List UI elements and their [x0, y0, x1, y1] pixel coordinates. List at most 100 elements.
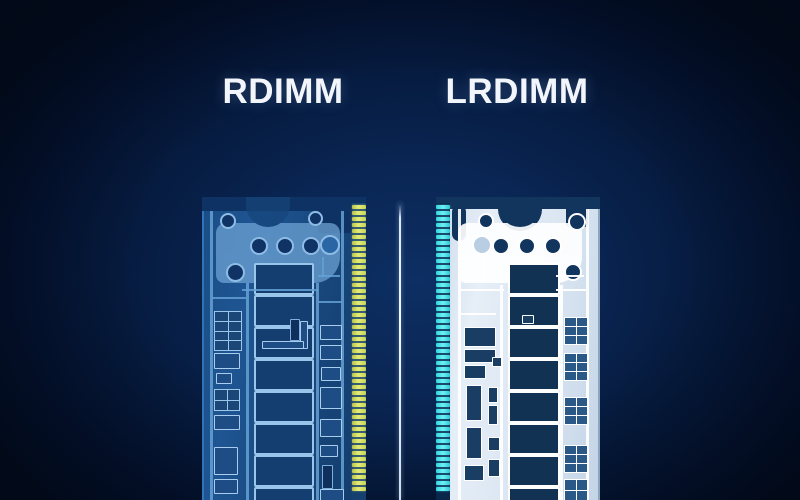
- rdimm-chip-4: [254, 359, 314, 391]
- rdimm-via-1: [250, 237, 268, 255]
- contact-pin: [352, 391, 366, 395]
- contact-pin: [352, 457, 366, 461]
- rdimm-mount-hole-1: [220, 213, 236, 229]
- contact-pin: [436, 271, 450, 275]
- contact-pin: [352, 397, 366, 401]
- rdimm-smd-14: [290, 319, 300, 341]
- contact-pin: [436, 319, 450, 323]
- contact-pin: [352, 469, 366, 473]
- contact-pin: [352, 475, 366, 479]
- contact-pin: [436, 343, 450, 347]
- contact-pin: [436, 241, 450, 245]
- rdimm-chip-5: [254, 391, 314, 423]
- contact-pin: [352, 259, 366, 263]
- contact-pin: [352, 361, 366, 365]
- contact-pin: [352, 235, 366, 239]
- lrdimm-smd-5: [466, 427, 482, 459]
- contact-pin: [352, 265, 366, 269]
- contact-pin: [436, 295, 450, 299]
- contact-pin: [436, 205, 450, 209]
- lrdimm-smd-2: [464, 349, 496, 363]
- contact-pin: [436, 277, 450, 281]
- lrdimm-pad-array-2: [564, 353, 588, 381]
- lrdimm-trace-2: [556, 289, 586, 291]
- contact-pin: [436, 229, 450, 233]
- cyan-contact-pins: [436, 203, 450, 500]
- vertical-divider-line: [399, 203, 401, 500]
- rdimm-rail-left: [210, 211, 213, 500]
- contact-pin: [436, 463, 450, 467]
- rdimm-pad-array-1: [214, 311, 242, 351]
- contact-pin: [352, 295, 366, 299]
- contact-pin: [436, 265, 450, 269]
- rdimm-trace-1: [242, 289, 318, 291]
- contact-pin: [352, 349, 366, 353]
- contact-pin: [436, 355, 450, 359]
- contact-pin: [352, 319, 366, 323]
- rdimm-smd-15: [300, 321, 308, 349]
- contact-pin: [436, 445, 450, 449]
- lrdimm-chip-5: [508, 391, 560, 423]
- contact-pin: [352, 271, 366, 275]
- lrdimm-smd-6: [464, 465, 484, 481]
- contact-pin: [436, 211, 450, 215]
- lrdimm-pad-circle: [472, 235, 492, 255]
- contact-pin: [352, 403, 366, 407]
- rdimm-rail-right: [341, 211, 344, 500]
- lrdimm-smd-9: [488, 437, 500, 451]
- rdimm-via-2: [276, 237, 294, 255]
- rdimm-smd-12: [322, 465, 333, 489]
- contact-pin: [436, 307, 450, 311]
- contact-pin: [352, 463, 366, 467]
- contact-pin: [436, 325, 450, 329]
- contact-pin: [436, 379, 450, 383]
- gold-contact-pins: [352, 203, 366, 500]
- rdimm-left-edge: [202, 197, 204, 500]
- contact-pin: [352, 283, 366, 287]
- contact-pin: [352, 433, 366, 437]
- contact-pin: [436, 469, 450, 473]
- contact-pin: [352, 445, 366, 449]
- contact-pin: [436, 409, 450, 413]
- contact-pin: [352, 289, 366, 293]
- contact-pin: [352, 367, 366, 371]
- rdimm-smd-11: [320, 445, 338, 457]
- rdimm-trace-3: [318, 301, 342, 303]
- contact-pin: [436, 349, 450, 353]
- lrdimm-pad-array-5: [564, 479, 588, 500]
- lrdimm-smd-3: [464, 365, 486, 379]
- contact-pin: [436, 451, 450, 455]
- rdimm-smd-10: [320, 419, 342, 437]
- contact-pin: [352, 343, 366, 347]
- rdimm-chip-6: [254, 423, 314, 455]
- lrdimm-rail-inner-1: [500, 285, 503, 500]
- rdimm-via-3: [302, 237, 320, 255]
- contact-pin: [352, 307, 366, 311]
- contact-pin: [352, 415, 366, 419]
- lrdimm-smd-4: [466, 385, 482, 421]
- contact-pin: [436, 331, 450, 335]
- contact-pin: [352, 223, 366, 227]
- contact-pin: [436, 367, 450, 371]
- contact-pin: [352, 337, 366, 341]
- contact-pin: [352, 427, 366, 431]
- lrdimm-pad-array-1: [564, 317, 588, 345]
- rdimm-module: [202, 197, 366, 500]
- label-lrdimm: LRDIMM: [445, 72, 589, 111]
- lrdimm-right-edge: [598, 197, 600, 500]
- contact-pin: [436, 385, 450, 389]
- lrdimm-mount-hole-2: [568, 213, 586, 231]
- lrdimm-chip-7: [508, 455, 560, 487]
- lrdimm-smd-11: [522, 315, 534, 324]
- contact-pin: [436, 481, 450, 485]
- contact-pin: [436, 427, 450, 431]
- contact-pin: [352, 211, 366, 215]
- lrdimm-via-2: [518, 237, 536, 255]
- lrdimm-chip-4: [508, 359, 560, 391]
- contact-pin: [436, 421, 450, 425]
- contact-pin: [352, 409, 366, 413]
- rdimm-pad-circle: [320, 235, 340, 255]
- lrdimm-smd-8: [488, 405, 498, 425]
- lrdimm-smd-12: [492, 357, 502, 367]
- contact-pin: [352, 373, 366, 377]
